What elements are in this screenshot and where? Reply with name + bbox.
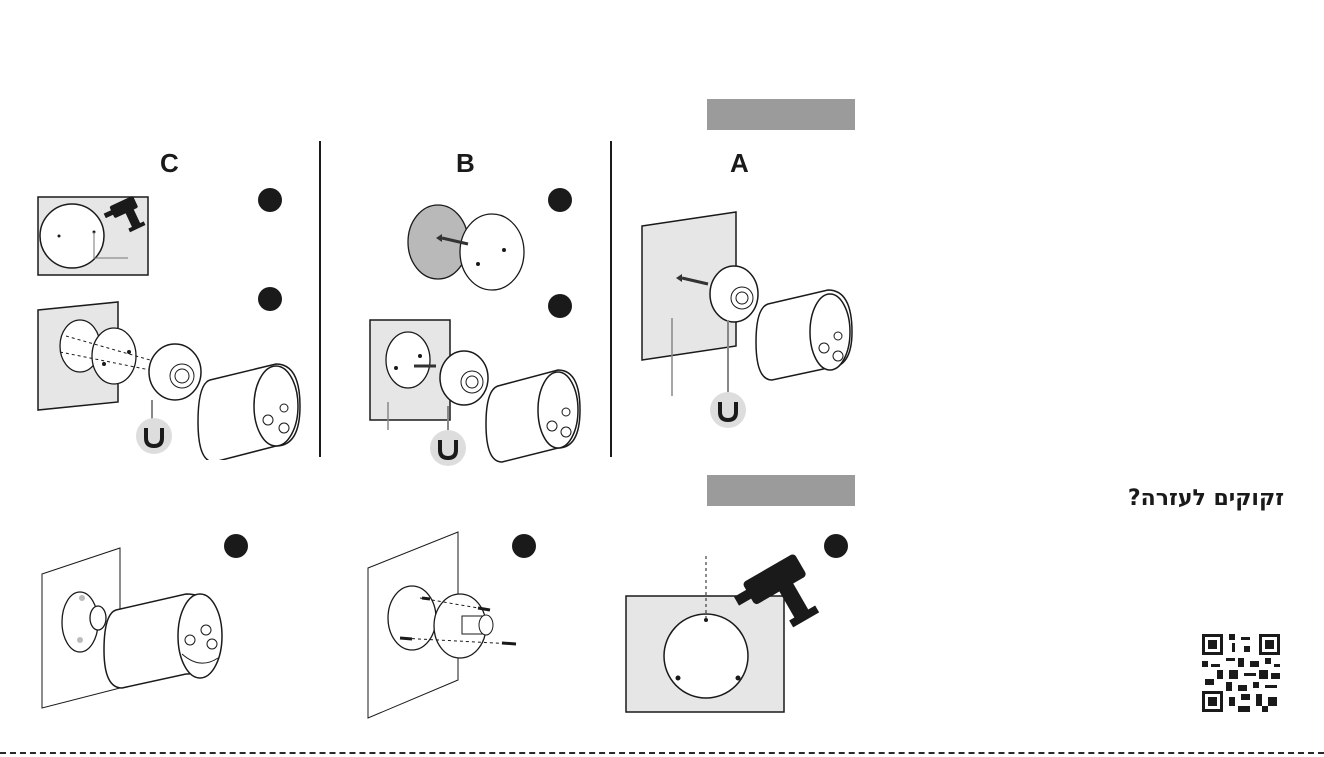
step-dot bbox=[224, 534, 248, 558]
magnet-icon bbox=[710, 392, 746, 428]
qr-code[interactable] bbox=[1202, 634, 1280, 712]
section-header-bar-bottom bbox=[707, 475, 855, 506]
step-dot bbox=[258, 188, 282, 212]
step-screw-mount-illustration bbox=[360, 530, 560, 720]
step-dot bbox=[512, 534, 536, 558]
step-drill-hole-illustration bbox=[620, 530, 860, 720]
option-b-label: B bbox=[456, 148, 475, 179]
magnet-icon bbox=[136, 418, 172, 454]
step-dot bbox=[548, 188, 572, 212]
option-c-illustration bbox=[30, 180, 320, 460]
step-dot bbox=[258, 287, 282, 311]
option-b-illustration bbox=[360, 180, 610, 470]
magnet-icon bbox=[430, 430, 466, 466]
option-a-illustration bbox=[630, 200, 870, 440]
step-mounted-camera-illustration bbox=[36, 530, 286, 720]
step-dot bbox=[548, 294, 572, 318]
option-a-label: A bbox=[730, 148, 749, 179]
section-header-bar-top bbox=[707, 99, 855, 130]
step-dot bbox=[824, 534, 848, 558]
help-title: זקוקים לעזרה? bbox=[1098, 486, 1284, 511]
cut-line bbox=[0, 752, 1324, 756]
option-c-label: C bbox=[160, 148, 179, 179]
column-divider-2 bbox=[610, 141, 612, 457]
